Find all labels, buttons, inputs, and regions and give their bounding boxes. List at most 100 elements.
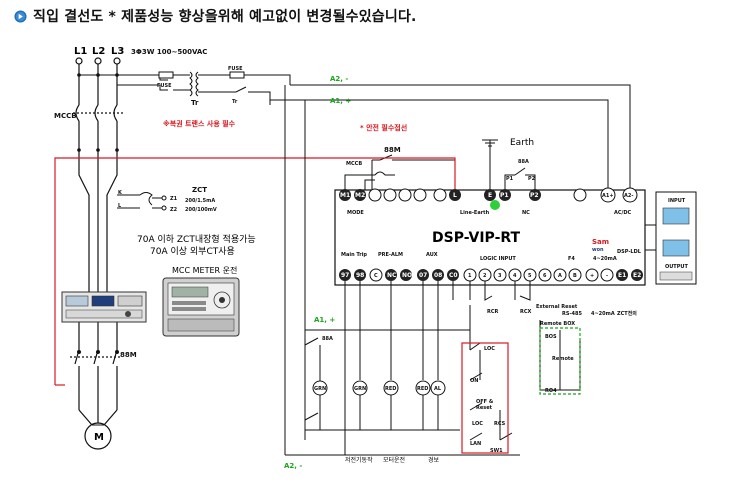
bottom-note-2: 모터운전 <box>383 456 405 464</box>
bt-plus: + <box>590 273 594 279</box>
lamp-5: AL <box>434 386 442 392</box>
bt-e2: E2 <box>633 272 641 279</box>
lan-label: LAN <box>470 441 481 447</box>
remote-label: Remote <box>552 356 574 362</box>
bt-5: 5 <box>528 273 532 279</box>
top-terminal-p2: P2 <box>530 192 539 199</box>
side-output-label: OUTPUT <box>665 264 688 270</box>
mcc-meter-device <box>162 277 240 337</box>
group-main-trip: Main Trip <box>341 252 367 258</box>
phase-label-l2: L2 <box>92 46 105 57</box>
group-420: 4~20mA <box>593 256 617 262</box>
bottom-note-3: 경보 <box>428 457 440 464</box>
ro4-label: RO4 <box>545 388 557 394</box>
phase-label-l1: L1 <box>74 46 87 57</box>
note-line1: 70A 이하 ZCT내장형 적용가능 <box>137 233 256 245</box>
transformer-secondary-label: Tr <box>232 99 238 105</box>
bottom-terminal-row <box>339 268 643 282</box>
contactor-88m-bottom: 88M <box>120 351 137 359</box>
bt-e1: E1 <box>618 272 626 279</box>
top-label-mode: MODE <box>347 210 364 216</box>
bt-b: B <box>573 273 577 279</box>
bt-6: 6 <box>543 273 547 279</box>
aux-88a-label: 88A <box>518 159 529 165</box>
bt-c0: C0 <box>449 272 458 279</box>
off-label: OFF & <box>476 399 494 405</box>
top-terminal-a1: A1+ <box>602 193 614 199</box>
phase-label-l3: L3 <box>111 46 124 57</box>
transformer-label: Tr <box>191 99 199 107</box>
group-dsp-ldl: DSP-LDL <box>617 249 642 255</box>
bt-97: 97 <box>341 272 349 279</box>
remote-box-label: Remote BOX <box>540 321 575 327</box>
bt-4: 4 <box>513 273 517 279</box>
mccb-top-label: MCCB <box>346 161 362 167</box>
rcr-label: RCR <box>487 309 499 315</box>
zct-spec2: 200/100mV <box>185 207 217 213</box>
bt-a: A <box>558 273 562 279</box>
bt-no: NO <box>402 272 412 279</box>
rail-a1-label: A1, + <box>330 97 351 105</box>
brand-text2: won <box>592 247 604 253</box>
safety-note: * 안전 필수접선 <box>360 123 407 132</box>
top-terminal-p1: P1 <box>500 192 509 199</box>
label-420ma: 4~20mA <box>591 311 615 317</box>
aux-p1-label: P1 <box>506 176 514 182</box>
relay-module-image <box>61 291 147 323</box>
switch-panel-box <box>461 342 509 454</box>
zct-k: K <box>118 190 123 196</box>
page-title: 직입 결선도 * 제품성능 향상을위해 예고없이 변경될수있습니다. <box>14 4 417 28</box>
rcx-label: RCX <box>520 309 532 315</box>
side-panel <box>645 191 697 285</box>
transformer-circuit <box>79 71 631 190</box>
zct-z1: Z1 <box>170 196 178 202</box>
remote-box-outline <box>539 327 581 395</box>
contactor-88m-top: 88M <box>384 146 401 154</box>
rail-a2-lower: A2, - <box>284 462 302 470</box>
title-text: 직입 결선도 * 제품성능 향상을위해 예고없이 변경될수있습니다. <box>33 9 417 25</box>
note-line2: 70A 이상 외부CT사용 <box>150 245 235 257</box>
aux-88a-lower: 88A <box>322 336 333 342</box>
top-terminal-a2: A2- <box>624 193 633 199</box>
bt-2: 2 <box>483 273 487 279</box>
label-external-reset: External Reset <box>536 304 578 310</box>
top-terminal-l: L <box>453 192 457 199</box>
zct-circuit <box>117 192 167 211</box>
zct-label: ZCT <box>192 186 207 194</box>
group-pre-alm: PRE-ALM <box>378 252 403 258</box>
lamp-2: GRN <box>354 386 366 392</box>
mccb-label: MCCB <box>54 112 77 120</box>
rail-a2-label: A2, - <box>330 75 348 83</box>
rcs-label: RCS <box>494 421 506 427</box>
sw1-label: SW1 <box>490 448 503 454</box>
on-label: ON <box>470 378 478 384</box>
motor-icon <box>84 422 112 450</box>
bullet-icon <box>14 9 27 23</box>
bt-07: 07 <box>419 272 427 279</box>
zct-l: L <box>118 203 122 209</box>
brand-text: Sam <box>592 238 609 246</box>
bottom-note-1: 저전기동작 <box>345 456 373 464</box>
group-aux: AUX <box>426 252 438 258</box>
bt-minus: - <box>606 273 608 279</box>
label-zct: ZCT전의 <box>617 310 637 317</box>
power-led-icon <box>490 200 500 210</box>
aux-p2-label: P2 <box>528 176 536 182</box>
group-logic: LOGIC INPUT <box>480 256 516 262</box>
bt-3: 3 <box>498 273 502 279</box>
lamp-1: GRN <box>314 386 326 392</box>
rail-a1-lower: A1, + <box>314 316 335 324</box>
lamp-3: RED <box>385 386 396 392</box>
motor-label: M <box>94 432 104 443</box>
top-label-nc: NC <box>522 210 530 216</box>
bos-label: BOS <box>545 334 557 340</box>
earth-symbol <box>482 139 498 190</box>
recommend-note: ※복권 트랜스 사용 필수 <box>163 119 236 128</box>
bt-nc: NC <box>387 272 397 279</box>
side-input-label: INPUT <box>668 198 686 204</box>
supply-spec: 3Φ3W 100~500VAC <box>131 48 207 56</box>
device-name: DSP-VIP-RT <box>432 230 521 246</box>
dsp-device: M1 M2 L E P1 P2 A1+ A2- MODE Line-Earth … <box>334 187 646 286</box>
bt-98: 98 <box>356 272 364 279</box>
